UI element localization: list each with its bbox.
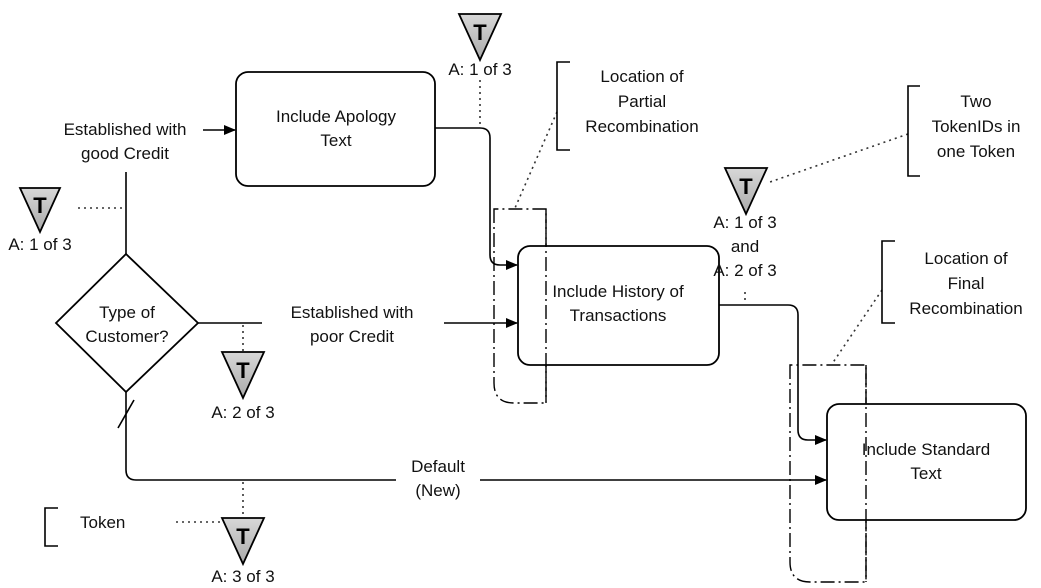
flow-label-good-credit-1: Established with bbox=[64, 120, 187, 139]
token-letter: T bbox=[236, 524, 250, 549]
bracket-token-legend bbox=[44, 507, 58, 547]
token-icon bbox=[220, 351, 266, 401]
token-poor-label: A: 2 of 3 bbox=[211, 403, 274, 422]
task-include-standard[interactable] bbox=[826, 403, 1027, 521]
task-history-label-2: Transactions bbox=[570, 306, 667, 325]
flow-history-to-standard bbox=[719, 304, 827, 445]
bracket-final-recombination bbox=[881, 240, 895, 324]
note-partial-3: Recombination bbox=[585, 117, 698, 136]
task-apology-label-1: Include Apology bbox=[276, 107, 397, 126]
flow-label-poor-credit-2: poor Credit bbox=[310, 327, 394, 346]
note-two-ids-3: one Token bbox=[937, 142, 1015, 161]
partial-recombination-group bbox=[493, 208, 547, 404]
task-history-label-1: Include History of bbox=[552, 282, 684, 301]
note-two-ids-2: TokenIDs in bbox=[932, 117, 1021, 136]
final-recombination-group bbox=[789, 364, 867, 583]
flow-apology-to-history bbox=[435, 127, 518, 270]
token-top: T bbox=[457, 13, 503, 63]
task-apology-label-2: Text bbox=[320, 131, 351, 150]
flow-label-default-2: (New) bbox=[415, 481, 460, 500]
token-letter: T bbox=[33, 193, 47, 218]
task-standard-label-2: Text bbox=[910, 464, 941, 483]
flow-label-default-1: Default bbox=[411, 457, 465, 476]
note-two-ids-1: Two bbox=[960, 92, 991, 111]
token-icon bbox=[457, 13, 503, 63]
token-left-label: A: 1 of 3 bbox=[8, 235, 71, 254]
assoc-partial-note bbox=[514, 111, 558, 209]
task-include-history[interactable] bbox=[517, 245, 720, 366]
bracket-partial-recombination bbox=[556, 61, 570, 151]
token-letter: T bbox=[739, 174, 753, 199]
note-partial-2: Partial bbox=[618, 92, 666, 111]
token-default-label: A: 3 of 3 bbox=[211, 567, 274, 586]
note-final-3: Recombination bbox=[909, 299, 1022, 318]
token-default: T bbox=[220, 517, 266, 567]
token-icon bbox=[220, 517, 266, 567]
assoc-final-note bbox=[831, 289, 883, 365]
token-letter: T bbox=[473, 20, 487, 45]
flow-label-good-credit-2: good Credit bbox=[81, 144, 169, 163]
token-combined-label-3: A: 2 of 3 bbox=[713, 261, 776, 280]
token-top-label: A: 1 of 3 bbox=[448, 60, 511, 79]
token-combined: T bbox=[723, 167, 769, 217]
note-final-2: Final bbox=[948, 274, 985, 293]
token-icon bbox=[18, 187, 62, 235]
bracket-two-tokenids bbox=[907, 85, 920, 177]
token-icon bbox=[723, 167, 769, 217]
gateway-label-1: Type of bbox=[99, 303, 155, 322]
gateway-type-of-customer[interactable] bbox=[54, 252, 200, 394]
task-standard-label-1: Include Standard bbox=[862, 440, 991, 459]
token-poor-credit: T bbox=[220, 351, 266, 401]
note-partial-1: Location of bbox=[600, 67, 683, 86]
default-flow-slash bbox=[117, 399, 135, 429]
assoc-two-ids-note bbox=[769, 133, 909, 183]
token-combined-label-1: A: 1 of 3 bbox=[713, 213, 776, 232]
gateway-label-2: Customer? bbox=[85, 327, 168, 346]
flow-default-1 bbox=[125, 389, 396, 481]
token-left: T bbox=[18, 187, 62, 235]
token-combined-label-2: and bbox=[731, 237, 759, 256]
note-final-1: Location of bbox=[924, 249, 1007, 268]
legend-token-label: Token bbox=[80, 513, 125, 532]
token-letter: T bbox=[236, 358, 250, 383]
flow-label-poor-credit-1: Established with bbox=[291, 303, 414, 322]
task-include-apology[interactable] bbox=[235, 71, 436, 187]
